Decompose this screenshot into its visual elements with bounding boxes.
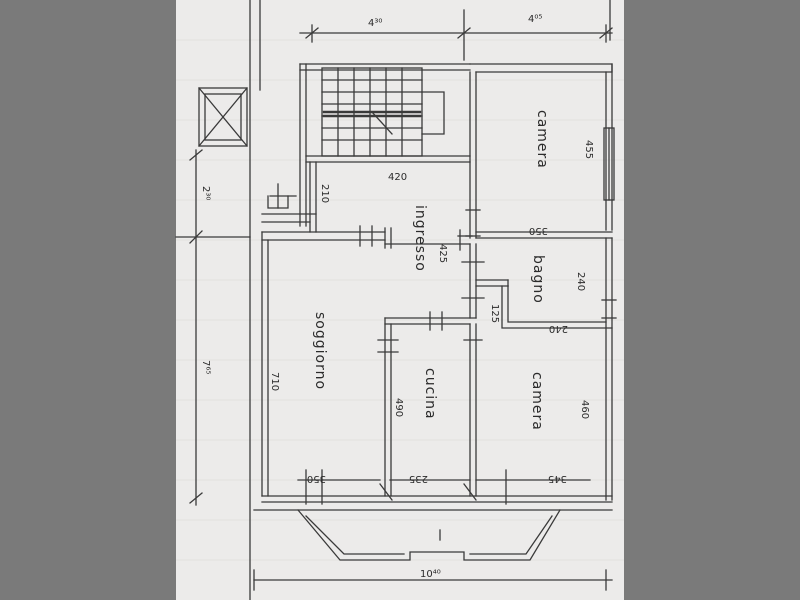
dim-soggiorno-height: 710	[269, 372, 280, 391]
room-labels: camera ingresso bagno soggiorno cucina c…	[312, 110, 550, 431]
dim-bagno-width: 240	[549, 323, 568, 334]
dim-camera-top-height: 455	[583, 140, 594, 159]
exterior-wall-top	[469, 63, 613, 73]
dim-bottom-total: 10⁴⁰	[420, 569, 441, 580]
dim-top-left: 4³⁰	[368, 18, 382, 29]
room-label-cucina: cucina	[422, 368, 438, 420]
floor-plan-sheet	[176, 0, 624, 600]
dim-cucina-height: 490	[393, 398, 404, 417]
balcony	[297, 509, 561, 561]
dim-camera-bottom-height: 460	[579, 400, 590, 419]
dim-corridor: 125	[489, 304, 500, 323]
dim-camera-top-width: 350	[529, 225, 548, 236]
dim-camera-bottom-width: 345	[548, 473, 567, 484]
dim-ingresso-width: 420	[388, 172, 407, 183]
dim-left-lower: 7⁶⁵	[200, 360, 211, 374]
dim-cucina-width: 235	[409, 473, 428, 484]
camera-bottom-top-wall	[501, 285, 613, 329]
dim-left-upper: 2³⁰	[200, 186, 211, 200]
dimension-labels: 4³⁰ 4⁰⁵ 2³⁰ 7⁶⁵ 455 350 420 210 425 240 …	[200, 14, 594, 580]
room-label-bagno: bagno	[530, 255, 546, 304]
dim-ingresso-small: 210	[319, 184, 330, 203]
room-label-camera-top: camera	[534, 110, 550, 169]
dim-bagno-height: 240	[575, 272, 586, 291]
room-label-ingresso: ingresso	[412, 205, 428, 272]
room-label-camera-bottom: camera	[529, 372, 545, 431]
dim-ingresso-height: 425	[437, 244, 448, 263]
room-label-soggiorno: soggiorno	[312, 312, 328, 390]
dim-soggiorno-width: 350	[307, 473, 326, 484]
elevator-shaft	[198, 87, 248, 147]
dim-top-right: 4⁰⁵	[528, 14, 542, 25]
